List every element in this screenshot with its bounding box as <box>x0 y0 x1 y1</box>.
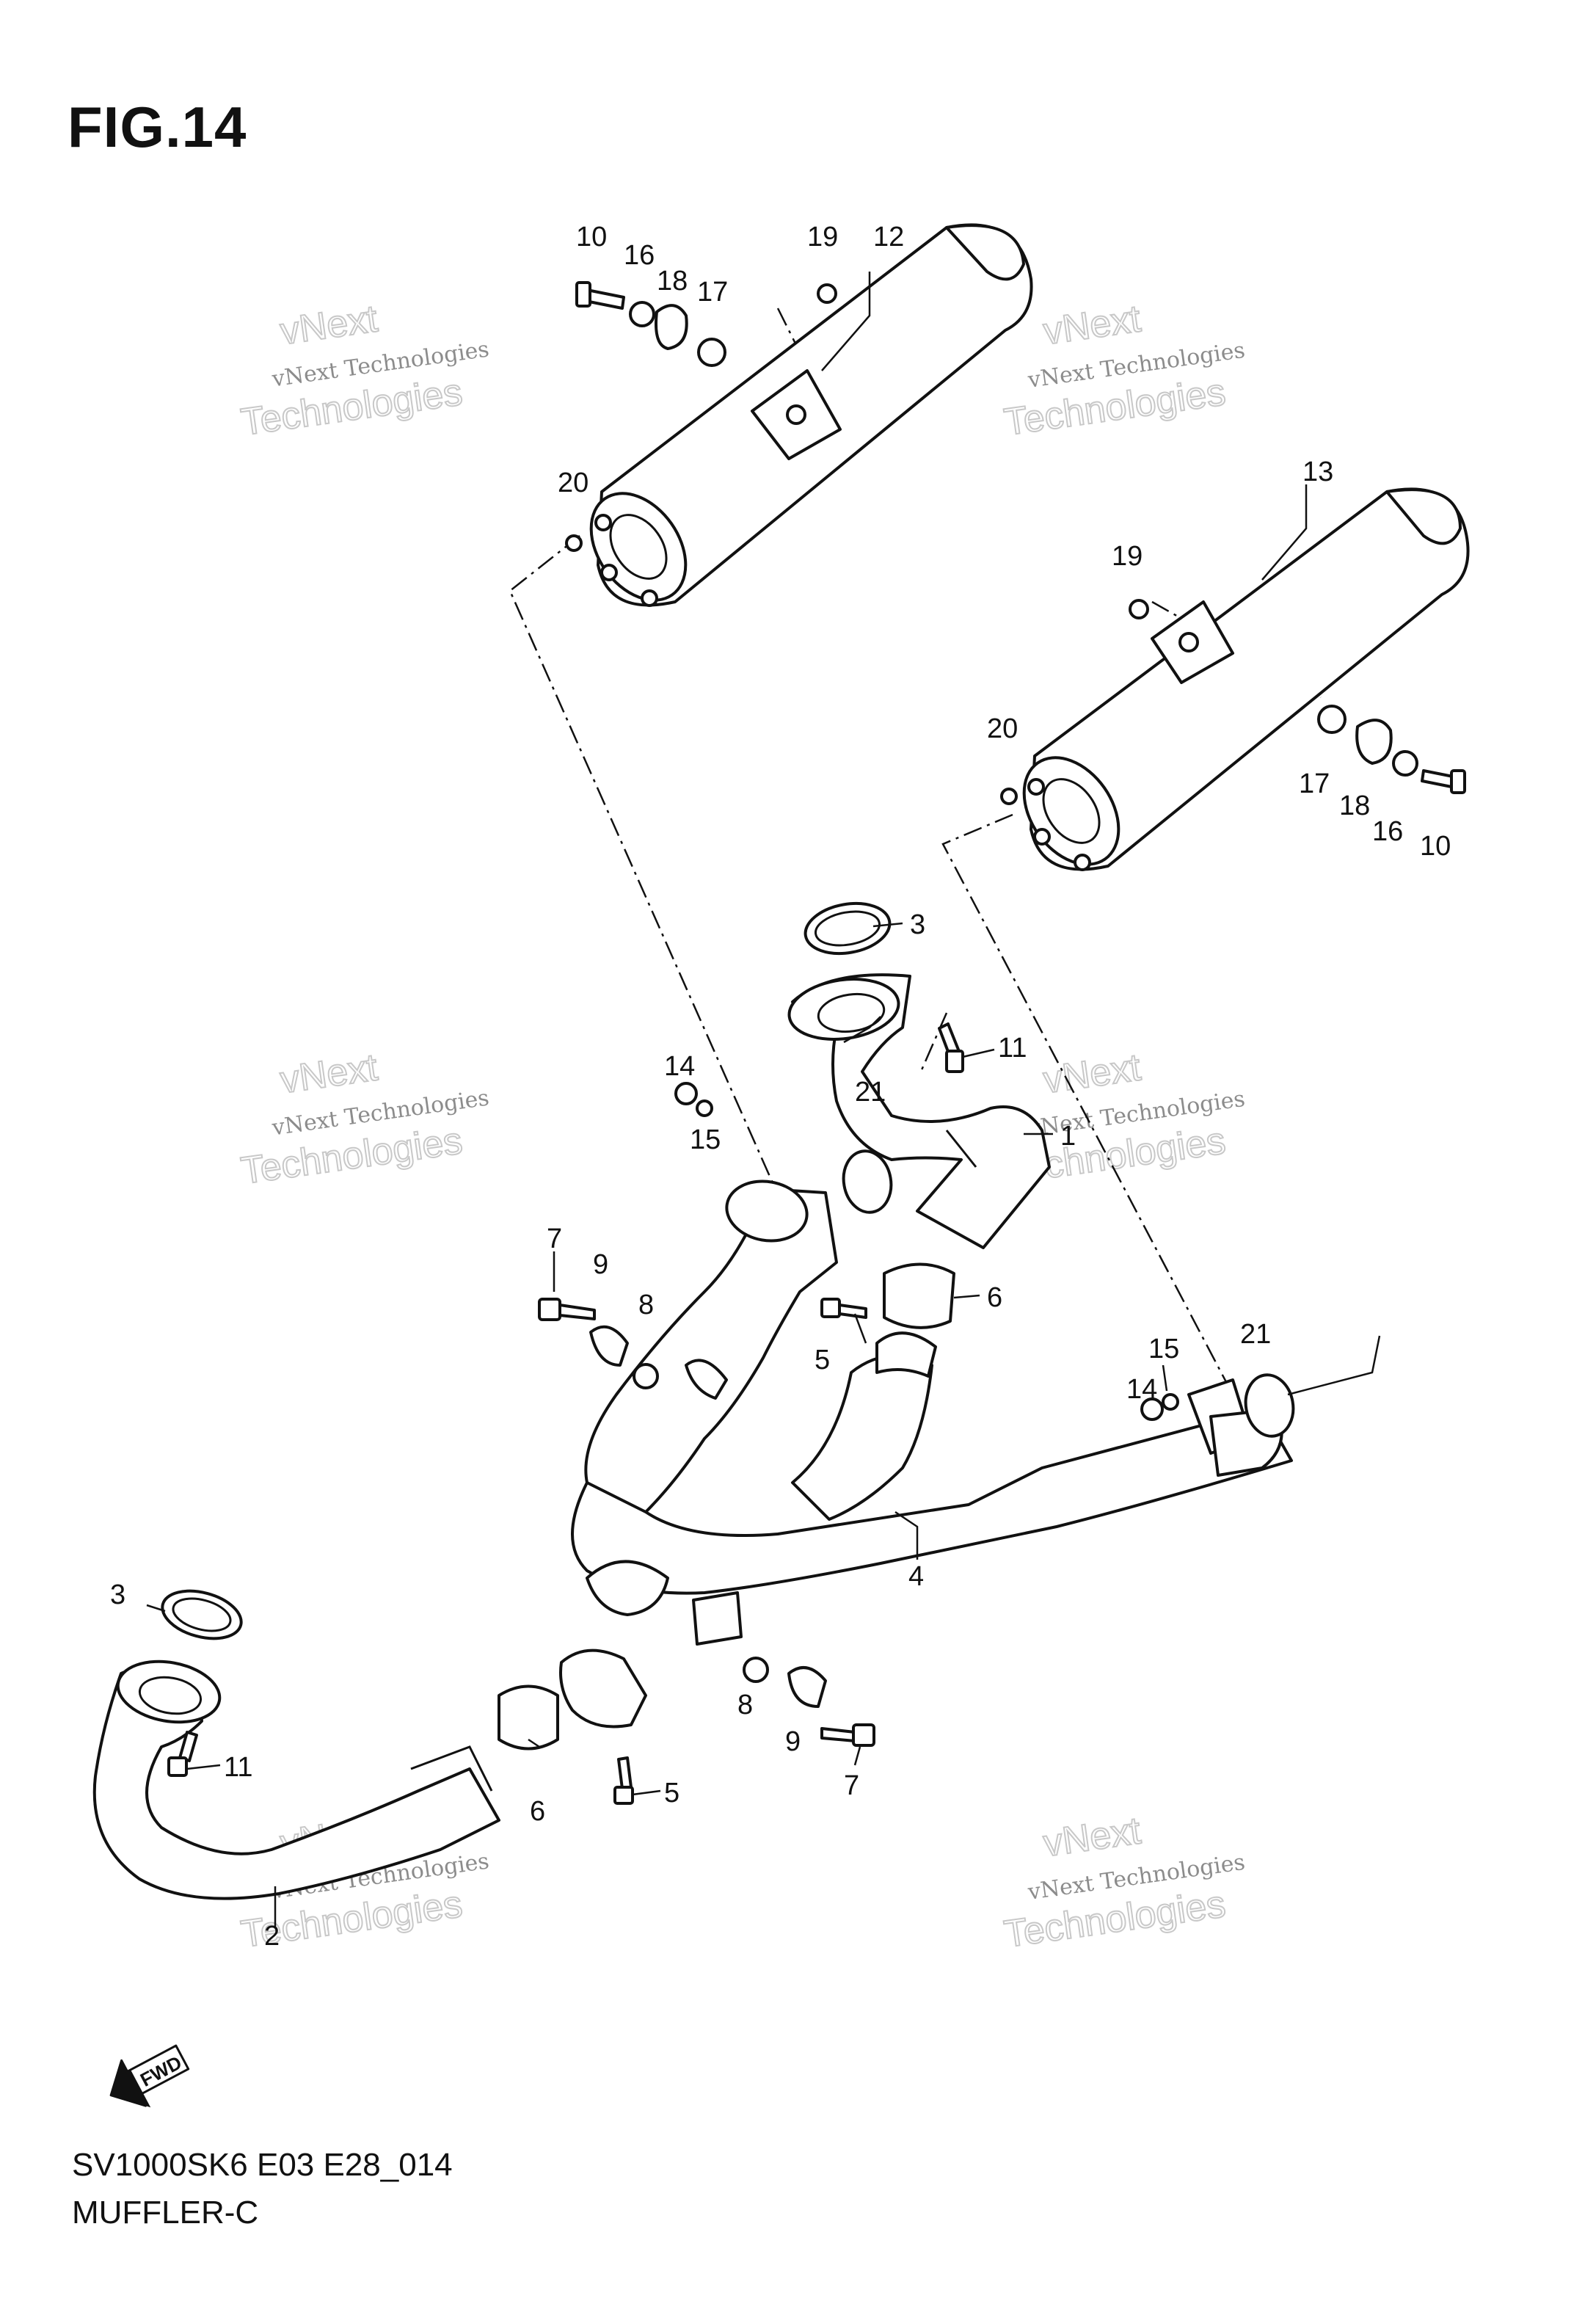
collar-17-top <box>697 338 726 367</box>
callout-19-top: 19 <box>807 222 838 252</box>
damper-9-left <box>589 1325 629 1367</box>
callout-18-top: 18 <box>657 266 688 297</box>
callout-7-lower: 7 <box>844 1770 859 1801</box>
callout-5-upper: 5 <box>815 1345 830 1375</box>
collar-8-left <box>633 1363 659 1389</box>
exhaust-pipe-1 <box>787 973 1051 1249</box>
washer-15-right <box>1162 1393 1179 1411</box>
connector-6-upper <box>883 1262 955 1329</box>
watermark-bottom-right: vNext vNext Technologies Technologies <box>1001 1808 1247 1957</box>
svg-text:vNext: vNext <box>277 1046 380 1102</box>
gasket-20-right <box>1000 788 1018 805</box>
callout-3-upper: 3 <box>910 909 925 940</box>
gasket-3-lower <box>161 1589 243 1640</box>
callout-16-top: 16 <box>624 240 655 271</box>
forward-direction-arrow: FWD <box>109 2044 190 2108</box>
connector-6-lower <box>498 1684 559 1751</box>
callout-14-right: 14 <box>1126 1374 1157 1405</box>
callout-11-lower: 11 <box>224 1752 252 1783</box>
washer-16-top <box>629 301 655 327</box>
callout-19-right: 19 <box>1112 541 1143 572</box>
callout-18-right: 18 <box>1339 790 1370 821</box>
callout-21-middle: 21 <box>855 1077 886 1108</box>
callout-15-left: 15 <box>690 1124 721 1155</box>
callout-7-upper: 7 <box>547 1224 562 1254</box>
callout-10-top: 10 <box>576 222 607 252</box>
collar-8-lower <box>743 1657 769 1683</box>
callout-15-right: 15 <box>1148 1334 1179 1364</box>
gasket-3-upper <box>804 901 892 956</box>
muffler-12 <box>589 223 1033 607</box>
bolt-11-lower <box>167 1731 198 1777</box>
watermark-top-right: vNext vNext Technologies Technologies <box>1001 297 1247 445</box>
nut-14-right <box>1140 1397 1164 1421</box>
callout-8-upper: 8 <box>638 1290 654 1320</box>
callout-14-left: 14 <box>664 1051 695 1082</box>
washer-15-left <box>696 1099 713 1117</box>
callout-2: 2 <box>264 1921 280 1952</box>
collar-17-right <box>1317 705 1347 734</box>
callout-12: 12 <box>873 222 904 252</box>
figure-name: MUFFLER-C <box>72 2195 259 2231</box>
nut-14-left <box>674 1082 698 1105</box>
callout-6-upper: 6 <box>987 1282 1002 1313</box>
callout-10-right: 10 <box>1420 831 1451 862</box>
figure-title: FIG.14 <box>68 95 247 159</box>
callout-4: 4 <box>908 1561 924 1592</box>
gasket-21-right <box>1244 1373 1295 1438</box>
damper-18-top <box>655 304 688 350</box>
muffler-13 <box>1022 487 1470 871</box>
bolt-11-upper <box>938 1022 964 1073</box>
callout-21-right: 21 <box>1240 1319 1271 1350</box>
callout-labels: 1 2 3 3 4 5 5 6 6 7 7 8 8 9 9 10 10 11 1… <box>110 222 1451 1952</box>
callout-3-lower: 3 <box>110 1579 125 1610</box>
callout-11-upper: 11 <box>998 1033 1027 1064</box>
watermark-top-left: vNext vNext Technologies Technologies <box>238 297 491 445</box>
nut-19-top <box>817 283 837 304</box>
gasket-20-top <box>565 534 583 552</box>
damper-9-lower <box>787 1666 827 1708</box>
nut-19-right <box>1129 599 1149 619</box>
clamp-lower <box>559 1648 647 1728</box>
callout-5-lower: 5 <box>664 1778 679 1808</box>
bolt-5-lower <box>613 1756 634 1805</box>
callout-16-right: 16 <box>1372 816 1403 847</box>
bolt-7-lower <box>820 1723 875 1747</box>
bolt-10-top <box>575 281 625 310</box>
callout-9-upper: 9 <box>593 1249 608 1280</box>
svg-text:vNext: vNext <box>1041 1809 1143 1865</box>
callout-9-lower: 9 <box>785 1726 801 1757</box>
leader-lines <box>146 272 1381 1927</box>
callout-1: 1 <box>1060 1121 1076 1152</box>
svg-text:vNext: vNext <box>1041 297 1143 353</box>
bolt-7-left <box>538 1298 596 1321</box>
svg-text:vNext: vNext <box>1041 1046 1143 1102</box>
figure-code: SV1000SK6 E03 E28_014 <box>72 2147 453 2183</box>
callout-17-right: 17 <box>1299 768 1330 799</box>
damper-18-right <box>1355 719 1393 765</box>
callout-20-right: 20 <box>987 713 1018 744</box>
svg-text:vNext: vNext <box>277 297 380 353</box>
callout-6-lower: 6 <box>530 1796 545 1827</box>
exhaust-pipe-2 <box>92 1660 500 1900</box>
gasket-21-middle <box>842 1149 893 1214</box>
callout-17-top: 17 <box>697 277 728 308</box>
watermark-mid-left: vNext vNext Technologies Technologies <box>238 1045 491 1193</box>
bolt-10-right <box>1421 769 1466 794</box>
callout-20-top: 20 <box>558 468 589 498</box>
callout-8-lower: 8 <box>737 1690 753 1720</box>
bolt-5-upper <box>820 1298 867 1319</box>
washer-16-right <box>1392 750 1418 777</box>
callout-13: 13 <box>1302 457 1333 487</box>
collector-pipe-4 <box>571 1179 1293 1646</box>
